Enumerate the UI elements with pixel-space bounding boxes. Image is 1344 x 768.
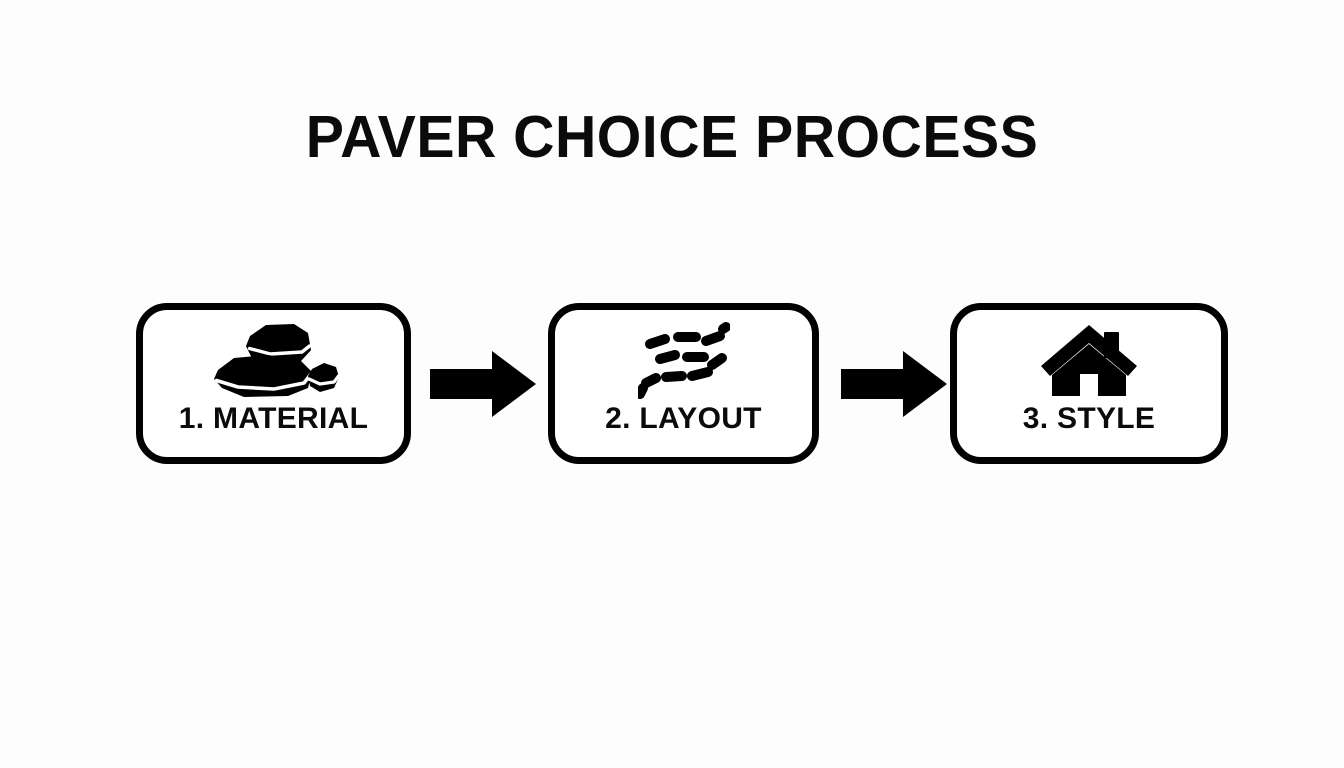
page-title: PAVER CHOICE PROCESS <box>305 104 1039 170</box>
step-box-style[interactable]: 3. STYLE <box>950 303 1228 464</box>
flow-arrow-2 <box>841 351 947 417</box>
herringbone-paver-pattern-icon <box>637 322 730 400</box>
step-box-layout[interactable]: 2. LAYOUT <box>548 303 819 464</box>
step-box-material[interactable]: 1. MATERIAL <box>136 303 411 464</box>
step-label-style: 3. STYLE <box>1022 402 1156 435</box>
flow-arrow-1 <box>430 351 536 417</box>
house-icon <box>1038 322 1140 400</box>
step-label-material: 1. MATERIAL <box>178 402 369 435</box>
stacked-stones-icon <box>208 322 340 400</box>
process-flow: 1. MATERIAL <box>136 303 1228 464</box>
step-label-layout: 2. LAYOUT <box>605 402 762 435</box>
